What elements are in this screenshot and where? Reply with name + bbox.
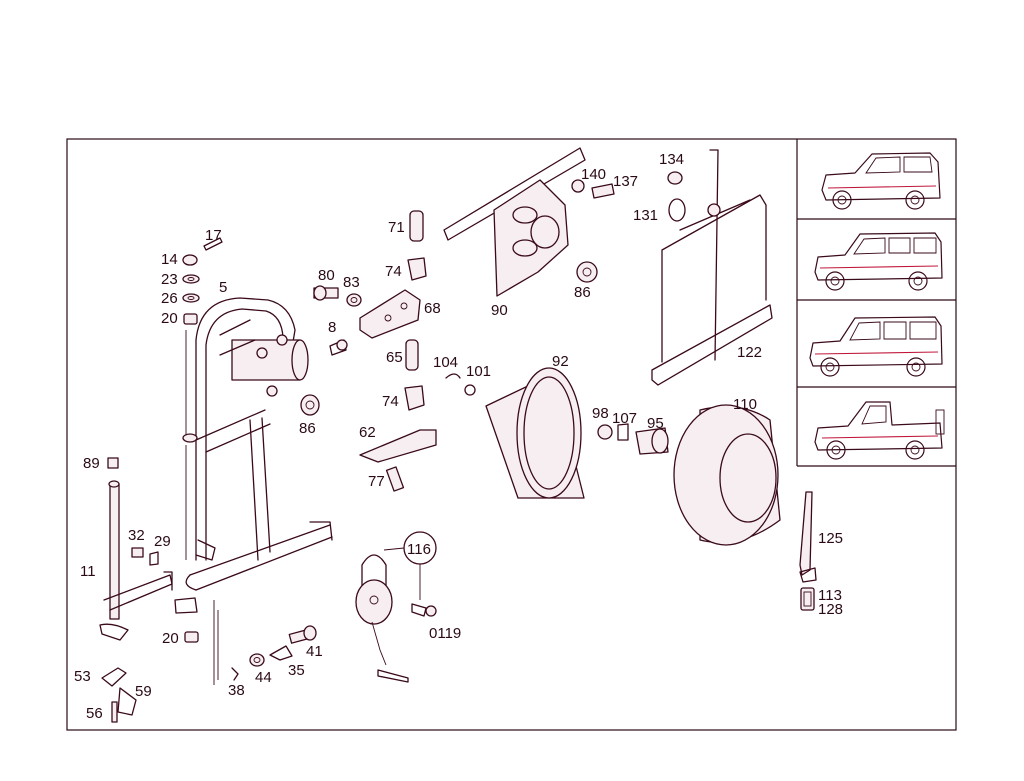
diagram-frame <box>66 138 957 731</box>
padlock <box>355 531 437 683</box>
part-label-38: 38 <box>228 682 245 699</box>
part-label-140: 140 <box>581 166 606 183</box>
part-label-62: 62 <box>359 424 376 441</box>
retaining-strap <box>799 491 817 611</box>
vehicle-thumbnail-short-wagon[interactable] <box>821 152 941 210</box>
mounting-plate <box>443 147 615 297</box>
part-label-17: 17 <box>205 227 222 244</box>
small-parts-left <box>101 237 317 723</box>
spare-tire <box>597 404 781 546</box>
part-label-86b: 86 <box>574 284 591 301</box>
locking-rod <box>99 457 173 641</box>
part-label-80: 80 <box>318 267 335 284</box>
part-label-20b: 20 <box>162 630 179 647</box>
part-label-125: 125 <box>818 530 843 547</box>
wheel-cover-bowl <box>445 367 585 499</box>
part-label-77: 77 <box>368 473 385 490</box>
part-label-128: 128 <box>818 601 843 618</box>
part-label-101: 101 <box>466 363 491 380</box>
part-label-68: 68 <box>424 300 441 317</box>
part-label-92: 92 <box>552 353 569 370</box>
part-label-71: 71 <box>388 219 405 236</box>
part-label-113: 113 <box>818 587 842 604</box>
vehicle-thumbnail-long-wagon-5door[interactable] <box>809 316 943 377</box>
part-label-0119: 0119 <box>429 625 461 642</box>
part-label-104: 104 <box>433 354 458 371</box>
part-label-41: 41 <box>306 643 323 660</box>
part-label-29: 29 <box>154 533 171 550</box>
hinge-parts <box>300 210 437 492</box>
part-label-26: 26 <box>161 290 178 307</box>
part-label-89: 89 <box>83 455 100 472</box>
part-label-137: 137 <box>613 173 638 190</box>
part-label-59: 59 <box>135 683 152 700</box>
part-label-122: 122 <box>737 344 762 361</box>
part-label-56: 56 <box>86 705 103 722</box>
part-label-83: 83 <box>343 274 360 291</box>
part-label-44: 44 <box>255 669 272 686</box>
part-label-65: 65 <box>386 349 403 366</box>
part-label-8: 8 <box>328 319 336 336</box>
part-label-134: 134 <box>659 151 684 168</box>
part-label-74b: 74 <box>382 393 399 410</box>
part-label-11: 11 <box>80 563 96 580</box>
part-label-98: 98 <box>592 405 609 422</box>
part-label-110: 110 <box>733 396 757 413</box>
part-label-35: 35 <box>288 662 305 679</box>
part-label-53: 53 <box>74 668 91 685</box>
wheel-cover-bracket <box>651 149 773 386</box>
part-label-14: 14 <box>161 251 178 268</box>
vehicle-thumbnail-long-wagon[interactable] <box>814 232 943 291</box>
part-label-32: 32 <box>128 527 145 544</box>
part-label-86a: 86 <box>299 420 316 437</box>
part-label-5: 5 <box>219 279 227 296</box>
part-label-23: 23 <box>161 271 178 288</box>
part-label-131: 131 <box>633 207 658 224</box>
part-label-20a: 20 <box>161 310 178 327</box>
part-label-74a: 74 <box>385 263 402 280</box>
part-label-90: 90 <box>491 302 508 319</box>
part-label-116: 116 <box>407 541 431 558</box>
spare-wheel-carrier-frame <box>182 297 333 685</box>
part-label-95: 95 <box>647 415 664 432</box>
part-label-107: 107 <box>612 410 637 427</box>
vehicle-thumbnail-cabriolet[interactable] <box>814 401 945 460</box>
